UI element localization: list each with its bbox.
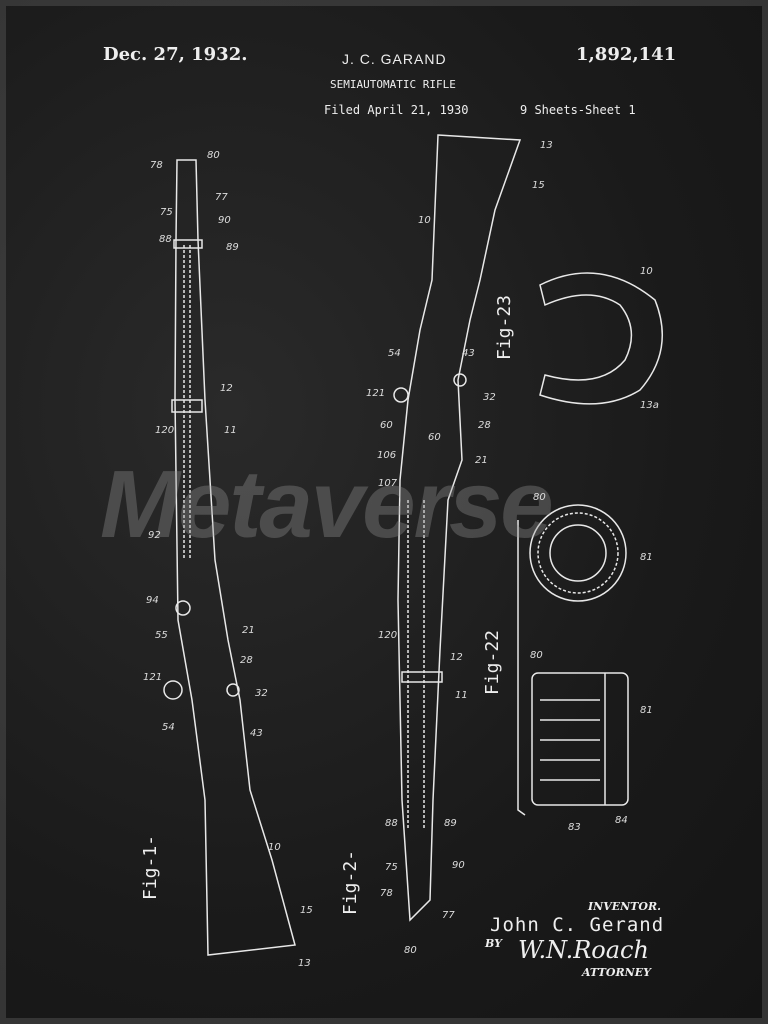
- ref-numeral: 13: [298, 958, 311, 969]
- ref-numeral: 15: [300, 905, 313, 916]
- ref-numeral: 28: [478, 420, 491, 431]
- ref-numeral: 94: [146, 595, 159, 606]
- patent-number: 1,892,141: [576, 44, 677, 65]
- figure-22-label: Fig-22: [482, 629, 503, 695]
- ref-numeral: 12: [220, 383, 233, 394]
- ref-numeral: 78: [380, 888, 393, 899]
- ref-numeral: 84: [615, 815, 628, 826]
- ref-numeral: 10: [640, 266, 653, 277]
- ref-numeral: 32: [483, 392, 496, 403]
- ref-numeral: 21: [475, 455, 488, 466]
- filed-date: Filed April 21, 1930: [324, 103, 469, 117]
- rifle-fig2: [393, 134, 522, 922]
- ref-numeral: 60: [380, 420, 393, 431]
- ref-numeral: 75: [160, 207, 173, 218]
- ref-numeral: 121: [366, 388, 386, 399]
- ref-numeral: 90: [452, 860, 465, 871]
- ref-numeral: 80: [533, 492, 546, 503]
- ref-numeral: 92: [148, 530, 161, 541]
- figure-1-label: Fig-1-: [140, 834, 161, 900]
- ref-numeral: 28: [240, 655, 253, 666]
- ref-numeral: 81: [640, 705, 653, 716]
- inventor-header: J. C. GARAND: [342, 51, 447, 67]
- ref-numeral: 43: [462, 348, 475, 359]
- patent-title: SEMIAUTOMATIC RIFLE: [330, 78, 456, 91]
- ref-numeral: 81: [640, 552, 653, 563]
- ref-numeral: 89: [226, 242, 239, 253]
- ref-numeral: 10: [418, 215, 431, 226]
- ref-numeral: 106: [377, 450, 397, 461]
- ref-numeral: 10: [268, 842, 281, 853]
- ref-numeral: 12: [450, 652, 463, 663]
- fig22-cylinder: [517, 520, 629, 816]
- ref-numeral: 32: [255, 688, 268, 699]
- ref-numeral: 15: [532, 180, 545, 191]
- ref-numeral: 55: [155, 630, 168, 641]
- ref-numeral: 120: [378, 630, 398, 641]
- inventor-label: INVENTOR.: [588, 900, 661, 913]
- ref-numeral: 75: [385, 862, 398, 873]
- ref-numeral: 89: [444, 818, 457, 829]
- rifle-fig1: [163, 159, 296, 956]
- ref-numeral: 80: [404, 945, 417, 956]
- patent-date: Dec. 27, 1932.: [103, 44, 248, 65]
- ref-numeral: 121: [143, 672, 163, 683]
- ref-numeral: 88: [385, 818, 398, 829]
- ref-numeral: 120: [155, 425, 175, 436]
- ref-numeral: 13: [540, 140, 553, 151]
- ref-numeral: 43: [250, 728, 263, 739]
- figure-2-label: Fig-2-: [340, 849, 361, 915]
- ref-numeral: 11: [224, 425, 237, 436]
- ref-numeral: 80: [207, 150, 220, 161]
- watermark: Metaverse: [100, 451, 554, 558]
- ref-numeral: 78: [150, 160, 163, 171]
- figure-23-label: Fig-23: [494, 294, 515, 360]
- ref-numeral: 13a: [640, 400, 659, 411]
- ref-numeral: 90: [218, 215, 231, 226]
- ref-numeral: 54: [388, 348, 401, 359]
- ref-numeral: 60: [428, 432, 441, 443]
- sheet-info: 9 Sheets-Sheet 1: [520, 103, 636, 117]
- by-label: BY: [485, 937, 502, 950]
- ref-numeral: 54: [162, 722, 175, 733]
- ref-numeral: 80: [530, 650, 543, 661]
- ref-numeral: 77: [442, 910, 455, 921]
- ref-numeral: 83: [568, 822, 581, 833]
- ref-numeral: 88: [159, 234, 172, 245]
- inventor-name: John C. Gerand: [490, 914, 665, 936]
- ref-numeral: 77: [215, 192, 228, 203]
- ref-numeral: 21: [242, 625, 255, 636]
- ref-numeral: 11: [455, 690, 468, 701]
- ref-numeral: 107: [378, 478, 398, 489]
- fig22-ring: [529, 504, 627, 602]
- fig23-buttplate: [539, 272, 664, 405]
- attorney-label: ATTORNEY: [582, 966, 651, 979]
- attorney-signature: W.N.Roach: [518, 936, 649, 964]
